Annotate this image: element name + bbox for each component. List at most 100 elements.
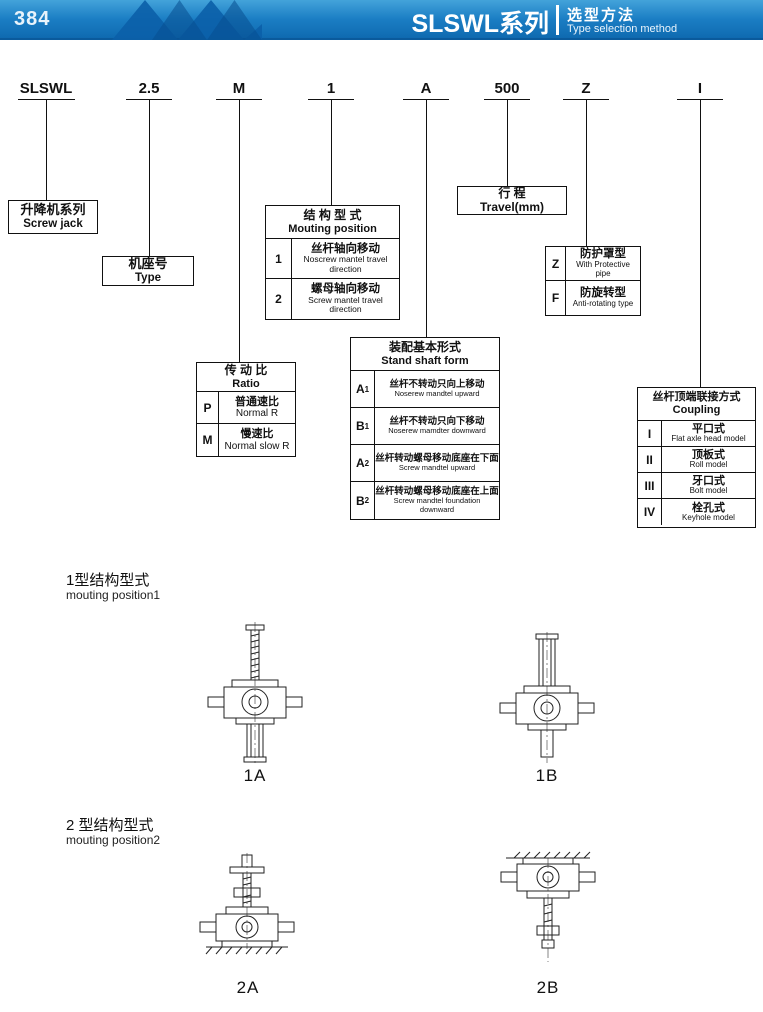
table-ratio-header: 传 动 比 Ratio [197,363,295,392]
code-underline [126,99,172,100]
code-text: B [355,493,365,508]
row-label-cn: 牙口式 [692,475,725,488]
table-coupling-header-en: Coupling [672,404,721,416]
row-code: III [638,473,662,498]
code-text: A [355,456,365,470]
figure-1a-drawing [207,622,303,763]
row-code: P [197,392,219,423]
table-row: IV 栓孔式 Keyhole model [638,499,755,525]
row-label-cn: 丝杆不转动只向下移动 [389,415,485,427]
row-label-cn: 丝杆转动螺母移动底座在上面 [375,486,499,498]
code-travel: 500 [494,80,520,97]
table-mouting-position-header-cn: 结 构 型 式 [303,207,362,222]
table-stand-shaft-header-cn: 装配基本形式 [388,339,461,354]
code-series: SLSWL [19,80,73,97]
table-ratio: 传 动 比 Ratio P 普通速比 Normal R M 慢速比 Normal… [196,362,296,457]
row-code: F [546,281,566,315]
code-subscript: 1 [364,421,370,431]
figure-2b-drawing [500,851,596,962]
table-coupling: 丝杆顶端联接方式 Coupling I 平口式 Flat axle head m… [637,387,756,528]
row-label-cn: 栓孔式 [692,501,725,514]
box-type: 机座号 Type [102,256,194,286]
table-row: 1 丝杆轴向移动 Noscrew mantel travel direction [266,239,399,279]
row-label-cn: 丝杆转动螺母移动底座在下面 [375,452,499,464]
table-mouting-position: 结 构 型 式 Mouting position 1 丝杆轴向移动 Noscre… [265,205,400,320]
row-label-cn: 慢速比 [240,428,274,441]
row-cell: 螺母轴向移动 Screw mantel travel direction [292,279,399,319]
row-label-en: Flat axle head model [671,434,746,444]
row-label-en: Normal slow R [224,440,290,452]
box-travel-cn: 行 程 [498,185,526,200]
row-label-cn: 丝杆轴向移动 [311,242,380,255]
row-label-en: Screw mandtel foundation downward [393,496,481,514]
row-label-en: With Protective pipe [576,260,630,278]
table-row: 2 螺母轴向移动 Screw mantel travel direction [266,279,399,319]
box-screw-jack: 升降机系列 Screw jack [8,200,98,234]
table-mouting-position-header-en: Mouting position [288,222,377,235]
table-row: I 平口式 Flat axle head model [638,421,755,447]
row-code: 1 [266,239,292,278]
code-subscript: 2 [364,496,370,505]
row-cell: 丝杆转动螺母移动底座在下面 Screw mandtel upward [375,445,499,481]
row-cell: 普通速比 Normal R [219,392,295,423]
row-cell: 丝杆轴向移动 Noscrew mantel travel direction [292,239,399,278]
figure-1a-label: 1A [243,766,267,785]
figure-2a [192,853,302,976]
table-row: M 慢速比 Normal slow R [197,424,295,456]
code-underline [18,99,75,100]
connector-line [239,100,240,362]
code-text: A [355,382,365,396]
connector-line [426,100,427,337]
row-cell: 丝杆不转动只向上移动 Noserew mandtel upward [375,371,499,407]
row-label-cn: 防护罩型 [580,248,626,261]
row-code: M [197,424,219,456]
table-mouting-position-header: 结 构 型 式 Mouting position [266,206,399,239]
table-row: P 普通速比 Normal R [197,392,295,424]
figure-1b-drawing [499,632,595,763]
row-label-en: Keyhole model [682,512,735,522]
box-type-en: Type [135,271,161,284]
table-row: F 防旋转型 Anti-rotating type [546,281,640,315]
figure-1b [492,632,602,769]
code-underline [216,99,262,100]
box-screw-jack-cn: 升降机系列 [20,201,86,217]
box-travel-en: Travel(mm) [479,199,545,214]
row-label-cn: 丝杆不转动只向上移动 [389,378,485,390]
code-size: 2.5 [138,80,160,97]
code-subscript: 1 [364,384,370,394]
code-text: B [355,419,365,433]
code-ratio: M [232,80,246,97]
code-underline [403,99,449,100]
figure-2b-label: 2B [536,978,560,997]
row-code: 2 [266,279,292,319]
row-cell: 防旋转型 Anti-rotating type [566,281,640,315]
row-cell: 牙口式 Bolt model [662,473,755,498]
row-cell: 慢速比 Normal slow R [219,424,295,456]
row-label-cn: 普通速比 [235,395,279,408]
section1-title-cn: 1型结构型式 [66,572,150,589]
subtitle-cn: 选型方法 [567,7,636,24]
table-stand-shaft-header: 装配基本形式 Stand shaft form [351,338,499,371]
row-label-en: Screw mandtel upward [398,463,476,473]
table-row: II 顶板式 Roll model [638,447,755,473]
table-stand-shaft-header-en: Stand shaft form [381,354,469,367]
row-cell: 防护罩型 With Protective pipe [566,247,640,280]
section2-title-en: mouting position2 [66,833,161,847]
table-ratio-header-en: Ratio [232,377,260,390]
table-row: Z 防护罩型 With Protective pipe [546,247,640,281]
row-label-en: Noscrew mantel travel direction [303,254,388,274]
table-coupling-header-cn: 丝杆顶端联接方式 [652,391,741,404]
row-cell: 丝杆转动螺母移动底座在上面 Screw mandtel foundation d… [375,482,499,519]
row-label-cn: 螺母轴向移动 [311,283,380,296]
row-label-en: Noserew mamdter downward [388,426,486,436]
row-cell: 平口式 Flat axle head model [662,421,755,446]
row-cell: 栓孔式 Keyhole model [662,499,755,525]
page-number: 384 [14,8,51,30]
section2-title-cn: 2 型结构型式 [66,817,154,834]
